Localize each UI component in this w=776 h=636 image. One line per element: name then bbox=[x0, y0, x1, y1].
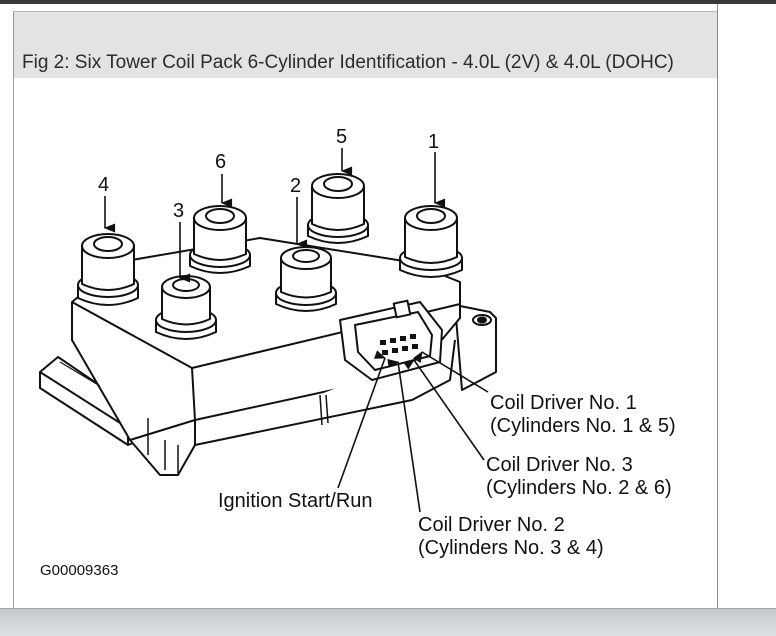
tower-number-4: 4 bbox=[98, 174, 109, 196]
window-top-border bbox=[0, 0, 776, 4]
tower-5 bbox=[307, 173, 369, 244]
figure-code: G00009363 bbox=[40, 562, 118, 579]
tower-6 bbox=[189, 205, 251, 274]
tower-2 bbox=[275, 246, 337, 312]
window-bottom-bar bbox=[0, 608, 776, 636]
leader-coil-1 bbox=[412, 351, 489, 393]
leader-coil-3 bbox=[403, 359, 485, 461]
tower-3 bbox=[155, 275, 217, 340]
tower-number-6: 6 bbox=[215, 151, 226, 173]
right-margin bbox=[717, 4, 776, 608]
leader-coil-2 bbox=[387, 359, 421, 513]
label-coil-1-title: Coil Driver No. 1 bbox=[490, 392, 637, 414]
label-coil-2-cylinders: (Cylinders No. 3 & 4) bbox=[418, 537, 604, 559]
figure-caption: Fig 2: Six Tower Coil Pack 6-Cylinder Id… bbox=[22, 52, 674, 73]
label-coil-1-cylinders: (Cylinders No. 1 & 5) bbox=[490, 415, 676, 437]
tower-number-5: 5 bbox=[336, 126, 347, 148]
tower-number-2: 2 bbox=[290, 175, 301, 197]
right-mounting-flange bbox=[454, 304, 497, 391]
tower-number-1: 1 bbox=[428, 131, 439, 153]
tower-number-3: 3 bbox=[173, 200, 184, 222]
label-coil-2-title: Coil Driver No. 2 bbox=[418, 514, 565, 536]
leader-ignition bbox=[337, 350, 387, 489]
label-ignition-start-run: Ignition Start/Run bbox=[218, 490, 373, 512]
label-coil-3-cylinders: (Cylinders No. 2 & 6) bbox=[486, 477, 672, 499]
tower-1 bbox=[399, 205, 463, 278]
caption-bar bbox=[14, 12, 717, 78]
tower-4 bbox=[77, 233, 139, 306]
label-coil-3-title: Coil Driver No. 3 bbox=[486, 454, 633, 476]
